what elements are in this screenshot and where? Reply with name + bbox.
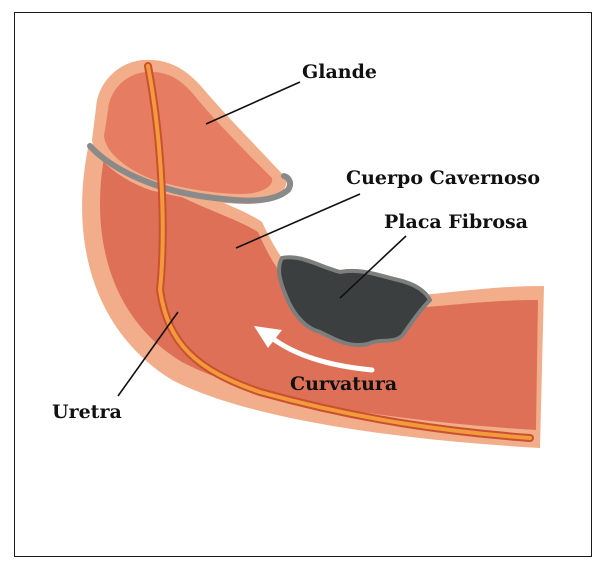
label-placa-fibrosa: Placa Fibrosa	[384, 211, 528, 233]
glande-leader	[206, 82, 300, 124]
label-glande: Glande	[302, 61, 377, 83]
label-uretra: Uretra	[52, 401, 122, 423]
label-curvatura: Curvatura	[290, 373, 397, 395]
label-cuerpo-cavernoso: Cuerpo Cavernoso	[346, 167, 540, 189]
